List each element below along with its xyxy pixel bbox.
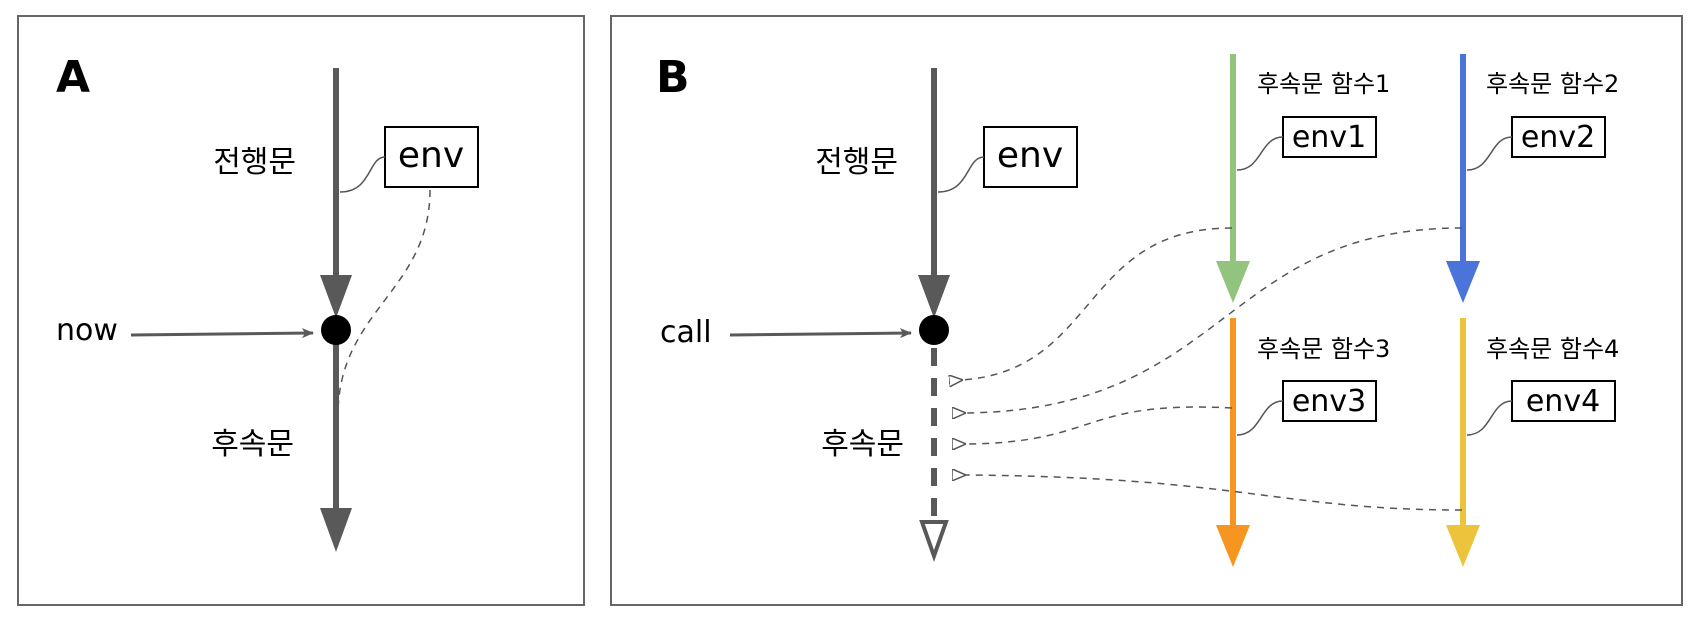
function-1-arrowhead [1216, 261, 1250, 303]
function-3-arrowhead [1216, 525, 1250, 567]
env-label: env [398, 135, 464, 176]
function-3-env-label: env3 [1292, 384, 1366, 419]
panel-a-border [17, 15, 585, 606]
panel-a-letter: A [56, 52, 90, 103]
env-box [983, 126, 1078, 188]
event-arrow [729, 328, 912, 339]
function-1-env-label: env1 [1292, 120, 1366, 155]
event-node [919, 315, 949, 345]
before-label: 전행문 [213, 145, 296, 180]
function-2: 후속문 함수2 env2 [1446, 54, 1619, 303]
function-3-env-connector [1236, 400, 1284, 436]
after-label: 후속문 [821, 427, 904, 462]
event-label: call [660, 315, 712, 350]
arrowhead-down-end [320, 508, 352, 552]
env-connector [937, 156, 985, 193]
panel-b: B env 전행문 후속문 call 후속문 함수1 env1 후 [610, 15, 1683, 606]
function-2-arrowhead [1446, 261, 1480, 303]
before-label: 전행문 [815, 145, 898, 180]
function-1: 후속문 함수1 env1 [1216, 54, 1390, 303]
function-1-env-connector [1236, 136, 1284, 171]
event-node [321, 315, 351, 345]
event-label: now [56, 313, 118, 348]
function-2-env-box [1511, 116, 1606, 158]
function-3-title: 후속문 함수3 [1257, 335, 1390, 363]
arrowhead-down [320, 275, 352, 318]
function-4-arrowhead [1446, 525, 1480, 567]
function-2-env-label: env2 [1521, 120, 1595, 155]
env-dashed-link [337, 189, 431, 413]
function-1-env-box [1282, 116, 1377, 158]
after-label: 후속문 [211, 427, 294, 462]
function-2-title: 후속문 함수2 [1486, 70, 1619, 98]
function-4-env-box [1511, 380, 1616, 422]
function-4: 후속문 함수4 env4 [1446, 318, 1619, 567]
function-3: 후속문 함수3 env3 [1216, 318, 1390, 567]
panel-a: A env 전행문 후속문 now [17, 15, 585, 606]
function-1-title: 후속문 함수1 [1257, 70, 1390, 98]
return-link-1 [962, 227, 1233, 380]
env-label: env [997, 135, 1063, 176]
function-4-title: 후속문 함수4 [1486, 335, 1619, 363]
function-2-env-connector [1466, 136, 1513, 171]
function-4-env-connector [1466, 400, 1513, 436]
return-link-3 [965, 406, 1233, 444]
panel-b-border [610, 15, 1683, 606]
hollow-arrowhead-end [919, 520, 949, 563]
return-link-4 [965, 475, 1463, 511]
return-link-2 [965, 227, 1463, 413]
function-4-env-label: env4 [1526, 384, 1600, 419]
panel-b-letter: B [656, 52, 690, 103]
arrowhead-down [918, 275, 950, 318]
event-arrow [130, 328, 314, 339]
env-connector [339, 156, 386, 193]
